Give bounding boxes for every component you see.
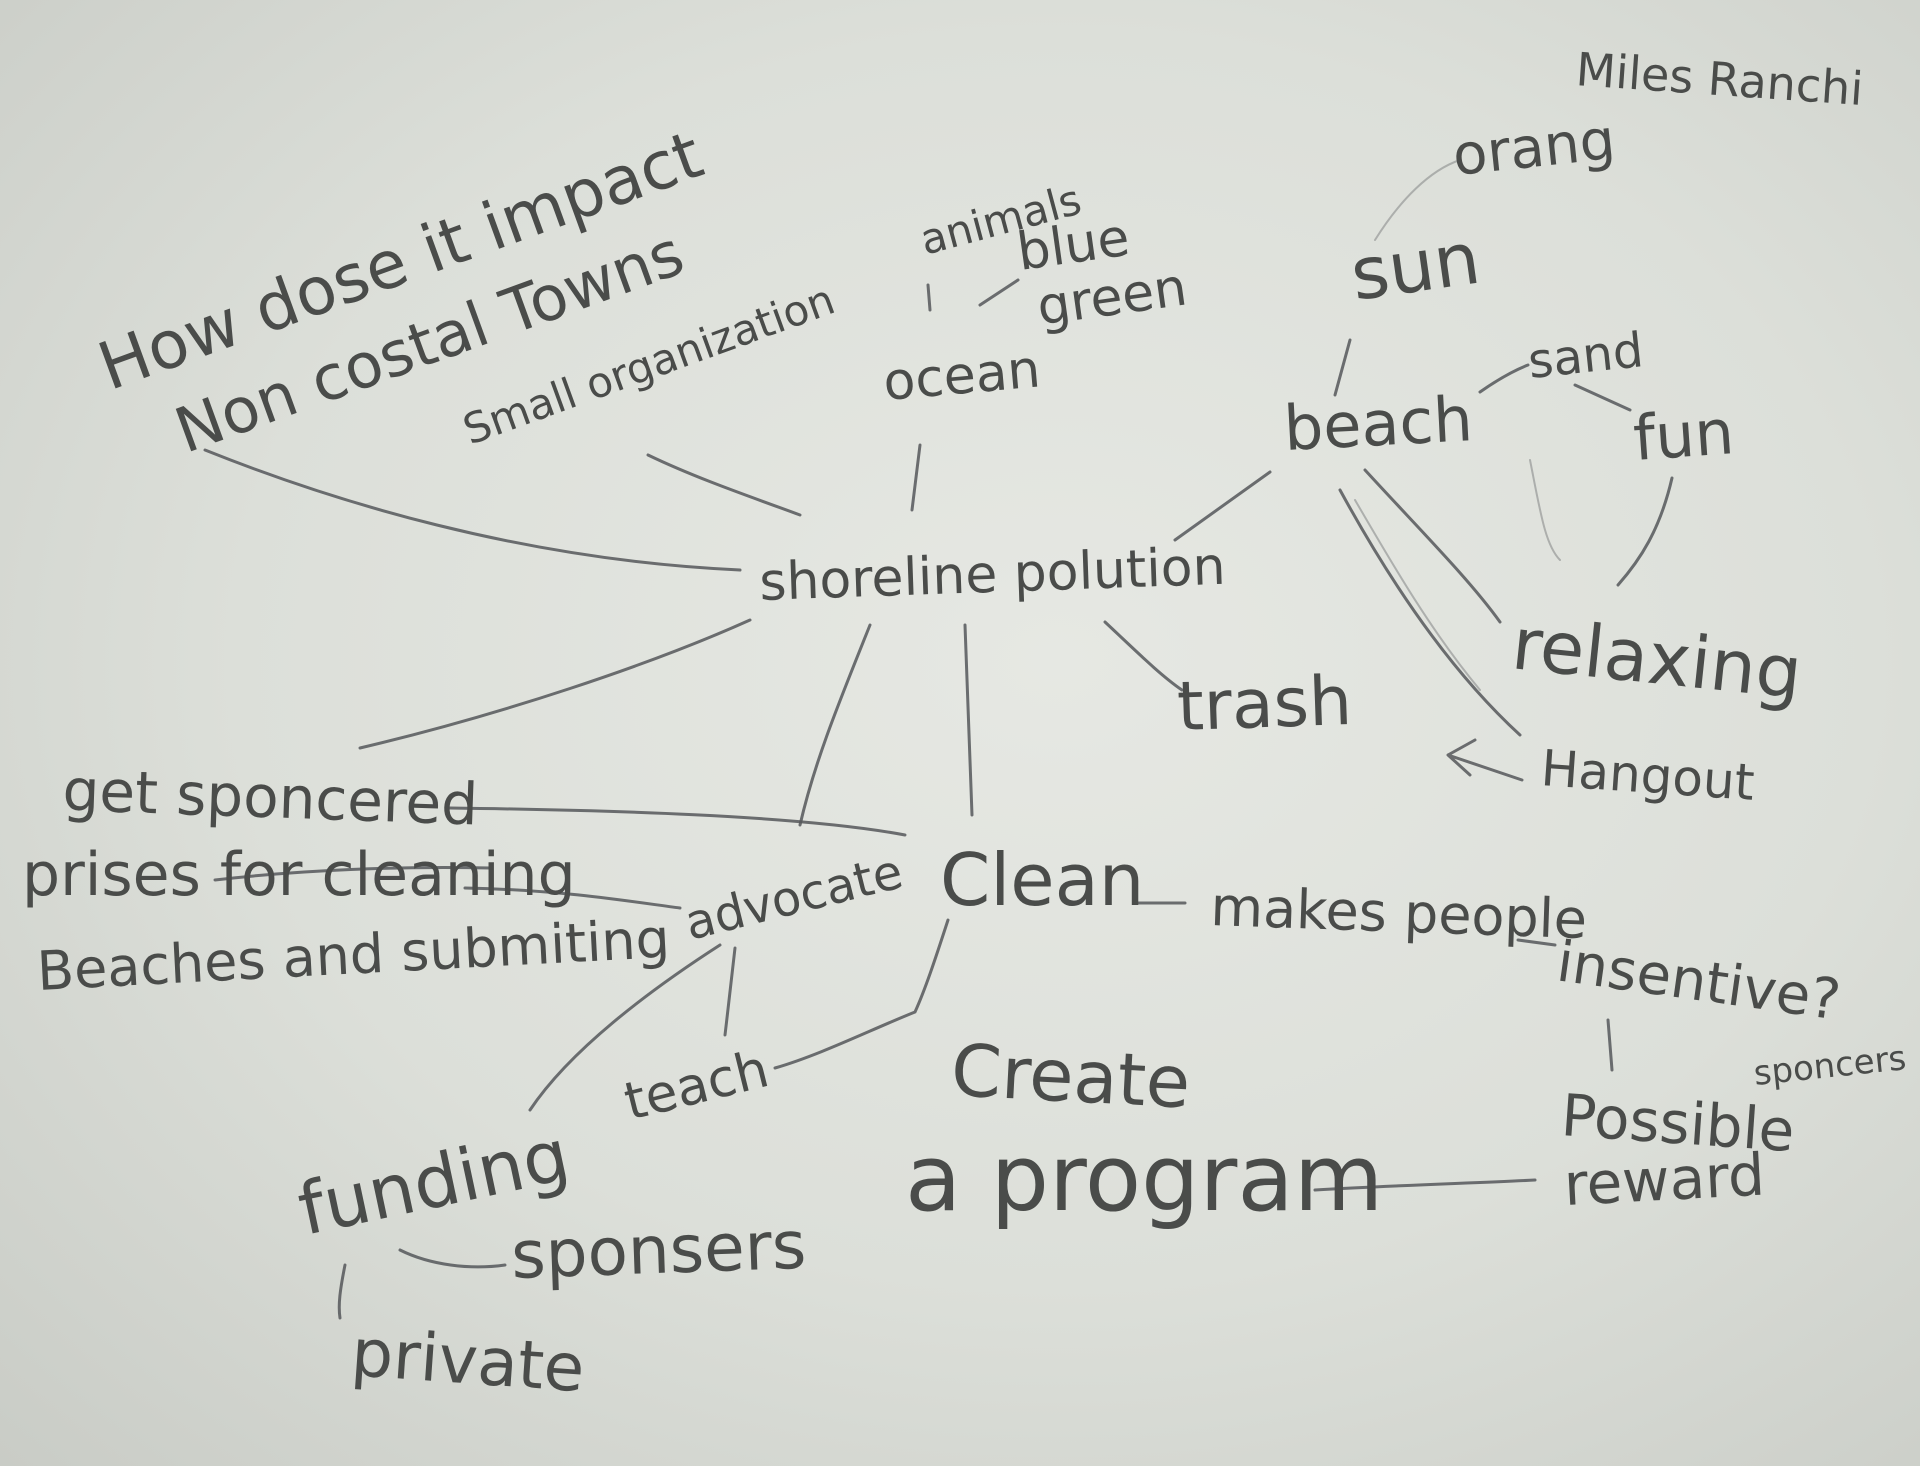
connector-lines xyxy=(203,159,1674,1320)
line-program-reward xyxy=(1313,1178,1537,1192)
node-trash: trash xyxy=(1176,662,1353,747)
line-center-advocate xyxy=(798,623,872,827)
node-relaxing: relaxing xyxy=(1508,601,1806,715)
line-question-center xyxy=(203,448,742,572)
line-beach-sun xyxy=(1333,338,1352,397)
node-sun: sun xyxy=(1346,216,1485,317)
line-ocean-center xyxy=(910,443,922,512)
node-reward: reward xyxy=(1562,1141,1766,1219)
node-program: a program xyxy=(905,1125,1383,1232)
node-possible: Possible xyxy=(1559,1081,1797,1165)
line-sun-orange xyxy=(1374,159,1461,241)
node-hangout: Hangout xyxy=(1539,739,1756,812)
line-smallorg-center xyxy=(646,453,802,517)
line-beach-sand xyxy=(1478,363,1530,394)
question-text: How dose it impact Non costal Towns xyxy=(89,116,713,468)
line-beach-hangout-faint xyxy=(1354,499,1481,691)
line-center-trash xyxy=(1103,620,1184,692)
line-fun-relaxing xyxy=(1616,476,1674,587)
line-ocean-animals xyxy=(926,283,932,312)
line-insentive-possible xyxy=(1606,1018,1614,1072)
line-clean-teach xyxy=(773,918,950,1070)
node-beaches-submiting: Beaches and submiting xyxy=(35,907,671,1003)
node-makes-people: makes people xyxy=(1210,875,1589,951)
node-advocate: advocate xyxy=(679,844,908,952)
line-funding-private xyxy=(337,1263,347,1320)
line-beach-hangout xyxy=(1338,488,1522,737)
line-center-getsponsored xyxy=(358,618,752,750)
line-advocate-funding xyxy=(528,943,722,1112)
line-prizes-advocate xyxy=(463,886,682,910)
node-sand: sand xyxy=(1525,322,1646,390)
node-prizes: prises for cleaning xyxy=(22,840,576,910)
node-ocean: ocean xyxy=(881,339,1043,412)
node-insentive: insentive? xyxy=(1553,929,1844,1033)
line-advocate-teach xyxy=(723,946,737,1037)
node-teach: teach xyxy=(619,1039,775,1132)
line-center-clean xyxy=(963,623,974,817)
node-fun: fun xyxy=(1631,395,1736,475)
line-sand-relaxing-faint xyxy=(1529,459,1561,561)
node-create: Create xyxy=(949,1028,1192,1124)
node-get-sponsored: get sponcered xyxy=(62,756,480,838)
center-topic: shoreline polution xyxy=(758,537,1226,613)
arrow-hangout xyxy=(1446,738,1524,782)
line-people-insentive xyxy=(1516,938,1557,947)
line-sand-fun xyxy=(1573,383,1632,412)
node-private: private xyxy=(349,1314,587,1407)
node-sponsors: sponsers xyxy=(510,1207,808,1294)
underline-prizes xyxy=(213,866,492,882)
node-clean: Clean xyxy=(940,838,1144,922)
node-beach: beach xyxy=(1282,382,1474,465)
line-center-beach xyxy=(1173,470,1272,542)
line-beach-relaxing xyxy=(1363,468,1502,624)
line-getsponsored-clean xyxy=(448,806,907,837)
author-name: Miles Ranchi xyxy=(1574,42,1865,116)
line-funding-sponsors xyxy=(398,1248,507,1269)
line-ocean-bluegreen xyxy=(978,278,1020,307)
node-orange: orang xyxy=(1450,107,1619,189)
node-sponcers-small: sponcers xyxy=(1752,1038,1908,1094)
